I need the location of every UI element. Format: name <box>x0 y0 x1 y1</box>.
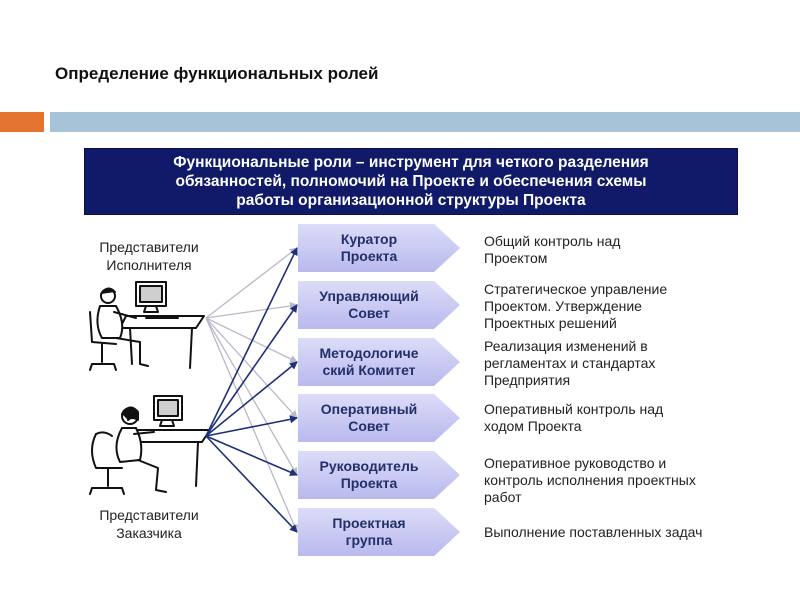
accent-bar-orange <box>0 112 44 132</box>
connector-arrow-light <box>205 317 298 476</box>
role-description-line: Выполнение поставленных задач <box>484 524 703 540</box>
connector-arrow <box>205 415 298 437</box>
role-name-line: Совет <box>348 418 390 434</box>
connector-arrow-light <box>205 317 298 419</box>
role-name-line: Куратор <box>340 231 398 247</box>
role-description: Общий контроль над Проектом <box>484 233 784 267</box>
connector-arrow-light <box>205 302 298 319</box>
executor-label-line: Исполнителя <box>106 257 192 273</box>
role-description-line: ходом Проекта <box>484 418 582 434</box>
role-description: Оперативный контроль над ходом Проекта <box>484 401 784 435</box>
role-description-line: Проектных решений <box>484 315 617 331</box>
connector-arrow <box>205 247 298 437</box>
role-description-line: работ <box>484 489 522 505</box>
role-name-line: Руководитель <box>319 458 419 474</box>
role-name-line: Оперативный <box>320 401 418 417</box>
connector-arrow <box>205 361 298 437</box>
role-description: Оперативное руководство и контроль испол… <box>484 455 784 506</box>
role-description-line: Предприятия <box>484 372 571 388</box>
role-description-line: Реализация изменений в <box>484 338 648 354</box>
role-description: Реализация изменений в регламентах и ста… <box>484 338 784 389</box>
role-description-line: Проектом <box>484 250 548 266</box>
connector-arrow-light <box>205 247 298 319</box>
customer-label: Представители Заказчика <box>82 506 216 542</box>
header-line: обязанностей, полномочий на Проекте и об… <box>175 173 647 190</box>
role-description-line: Оперативный контроль над <box>484 401 664 417</box>
executor-label-line: Представители <box>99 239 199 255</box>
role-chevron: Проектная группа <box>298 508 460 556</box>
role-description: Выполнение поставленных задач <box>484 524 784 541</box>
role-description-line: Оперативное руководство и <box>484 455 667 471</box>
role-name-line: Проекта <box>340 475 398 491</box>
role-chevron: Оперативный Совет <box>298 394 460 442</box>
header-box: Функциональные роли – инструмент для чет… <box>84 148 738 215</box>
role-name-line: Совет <box>348 305 390 321</box>
customer-person-icon <box>89 395 211 495</box>
slide-title: Определение функциональных ролей <box>55 64 379 83</box>
customer-label-line: Представители <box>99 507 199 523</box>
role-chevron: Руководитель Проекта <box>298 451 460 499</box>
customer-label-line: Заказчика <box>116 525 182 541</box>
executor-label: Представители Исполнителя <box>82 238 216 274</box>
connector-arrow <box>205 304 298 437</box>
connector-arrow-light <box>205 317 298 533</box>
role-name-line: Проектная <box>332 515 406 531</box>
role-chevron: Методологиче ский Комитет <box>298 338 460 386</box>
role-description-line: контроль исполнения проектных <box>484 472 696 488</box>
role-name-line: группа <box>345 532 393 548</box>
role-name-line: Методологиче <box>319 345 419 361</box>
role-name-line: ский Комитет <box>322 362 416 378</box>
executor-person-icon <box>89 281 205 371</box>
role-chevron: Управляющий Совет <box>298 281 460 329</box>
role-description-line: Стратегическое управление <box>484 281 668 297</box>
role-description-line: регламентах и стандартах <box>484 355 656 371</box>
role-chevron: Куратор Проекта <box>298 224 460 272</box>
connector-arrow-light <box>205 317 298 363</box>
role-description: Стратегическое управление Проектом. Утве… <box>484 281 784 332</box>
header-line: работы организационной структуры Проекта <box>236 192 586 209</box>
role-name-line: Управляющий <box>319 288 419 304</box>
role-name-line: Проекта <box>340 248 398 264</box>
role-description-line: Общий контроль над <box>484 233 621 249</box>
header-line: Функциональные роли – инструмент для чет… <box>173 154 649 171</box>
connector-arrow <box>205 435 298 476</box>
connector-arrow <box>205 435 298 533</box>
accent-bar-blue <box>50 112 800 132</box>
role-description-line: Проектом. Утверждение <box>484 298 642 314</box>
